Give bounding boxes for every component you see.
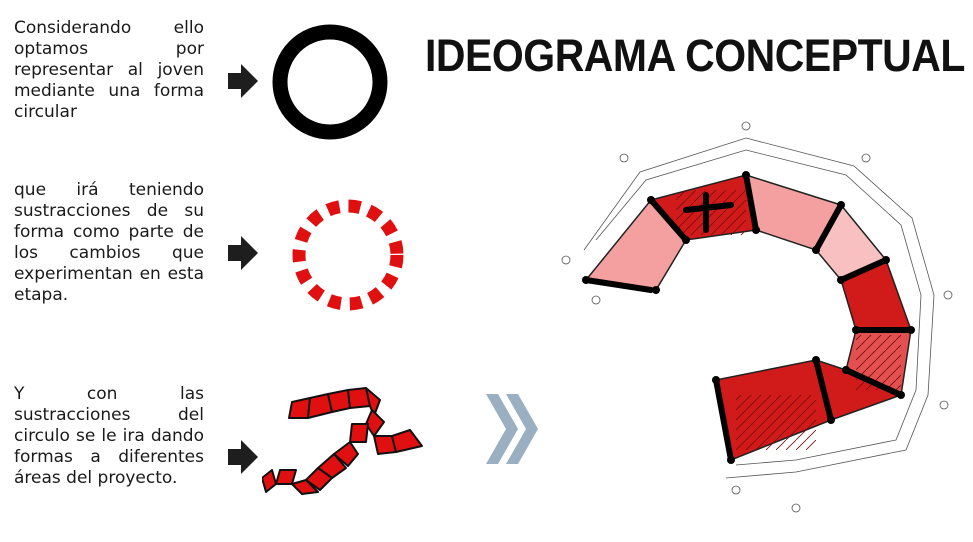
plan-columns: [582, 171, 915, 464]
step-1-text: Considerando ello optamos por representa…: [14, 18, 204, 122]
step-3-text: Y con las sustracciones del circulo se l…: [14, 384, 204, 488]
solid-black-ring: [272, 24, 388, 140]
page-title: IDEOGRAMA CONCEPTUAL: [425, 30, 965, 81]
architectural-plan-ideogram: [561, 121, 953, 513]
dimension-lines: [561, 121, 953, 513]
right-arrow-icon: [228, 440, 258, 474]
dashed-red-ring: [292, 199, 404, 311]
double-chevron-icon: [486, 394, 538, 464]
right-arrow-icon: [228, 64, 258, 98]
plan-walls: [583, 172, 914, 463]
plan-modules: [584, 173, 913, 462]
right-arrow-icon: [228, 236, 258, 270]
step-2-text: que irá teniendo sustracciones de su for…: [14, 180, 204, 305]
red-zigzag-polygons: [262, 387, 423, 495]
